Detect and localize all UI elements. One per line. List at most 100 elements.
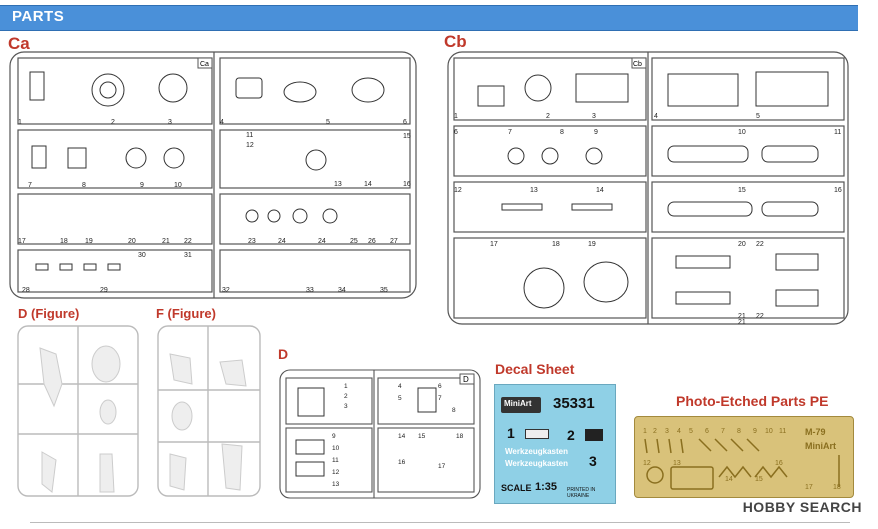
part-number: 8 [82, 182, 86, 189]
part-number: 2 [344, 393, 348, 400]
part-number: 17 [18, 238, 26, 245]
part-number: 18 [456, 433, 464, 440]
decal-brand: MiniArt [504, 399, 532, 408]
decal-text-2: Werkzeugkasten [505, 459, 568, 468]
part-number: 17 [438, 463, 446, 470]
part-number: 1 [344, 383, 348, 390]
part-number: 35 [380, 287, 388, 294]
part-number: 1 [643, 428, 647, 435]
part-number: 22 [184, 238, 192, 245]
part-number: 34 [338, 287, 346, 294]
part-number: 15 [403, 133, 411, 140]
part-number: 18 [833, 484, 841, 491]
part-number: 13 [332, 481, 340, 488]
part-number: 7 [508, 129, 512, 136]
sprue-d-tag: D [463, 375, 469, 384]
part-number: 6 [454, 129, 458, 136]
part-number: 21 [738, 319, 746, 326]
part-number: 28 [22, 287, 30, 294]
part-number: 13 [673, 460, 681, 467]
part-number: 4 [654, 113, 658, 120]
part-number: 23 [248, 238, 256, 245]
sprue-ca-title: Ca [8, 34, 30, 53]
decal-plate-2 [585, 429, 603, 441]
part-number: 24 [318, 238, 326, 245]
decal-code: 35331 [553, 395, 595, 412]
part-number: 25 [350, 238, 358, 245]
part-number: 7 [721, 428, 725, 435]
part-number: 16 [403, 181, 411, 188]
part-number: 6 [438, 383, 442, 390]
part-number: 10 [174, 182, 182, 189]
part-number: 31 [184, 252, 192, 259]
part-number: 13 [530, 187, 538, 194]
header-bar [0, 5, 858, 31]
part-number: 5 [756, 113, 760, 120]
part-number: 10 [765, 428, 773, 435]
sprue-d-title: D [278, 346, 289, 362]
part-number: 9 [140, 182, 144, 189]
decal-sheet: MiniArt 35331 1 2 Werkzeugkasten Werkzeu… [494, 384, 616, 504]
sprue-cb-title: Cb [444, 32, 467, 51]
part-number: 11 [246, 132, 253, 139]
part-number: 8 [452, 407, 456, 414]
part-number: 11 [779, 428, 786, 435]
sprue-d-figure [17, 325, 139, 497]
part-number: 5 [326, 119, 330, 126]
part-number: 18 [552, 241, 560, 248]
sprue-f-figure [157, 325, 261, 497]
miniart-logo [501, 397, 541, 413]
watermark: HOBBY SEARCH [742, 499, 862, 515]
decal-scale-label: SCALE [501, 483, 532, 493]
photo-etched-title: Photo-Etched Parts PE [676, 393, 829, 409]
part-number: 22 [756, 241, 764, 248]
part-number: 21 [162, 238, 170, 245]
part-number: 14 [364, 181, 372, 188]
part-number: 6 [705, 428, 709, 435]
part-number: 17 [490, 241, 498, 248]
decal-label-2: 2 [567, 427, 575, 443]
part-number: 1 [454, 113, 458, 120]
part-number: 4 [677, 428, 681, 435]
part-number: 2 [546, 113, 550, 120]
bottom-divider [30, 522, 850, 523]
part-number: 13 [334, 181, 342, 188]
pe-mark: M-79 [805, 427, 826, 437]
part-number: 32 [222, 287, 230, 294]
decal-footer: PRINTED IN UKRAINE [567, 487, 596, 499]
part-number: 6 [403, 119, 407, 126]
part-number: 2 [653, 428, 657, 435]
part-number: 30 [138, 252, 146, 259]
part-number: 33 [306, 287, 314, 294]
sprue-d-figure-title: D (Figure) [18, 306, 80, 321]
part-number: 29 [100, 287, 108, 294]
part-number: 12 [246, 142, 254, 149]
part-number: 16 [398, 459, 406, 466]
part-number: 4 [220, 119, 224, 126]
pe-brand: MiniArt [805, 441, 836, 451]
part-number: 11 [332, 457, 339, 464]
part-number: 19 [85, 238, 93, 245]
part-number: 7 [438, 395, 442, 402]
decal-scale-value: 1:35 [535, 481, 558, 493]
sprue-cb: Cb 1 2 3 4 5 6 7 8 9 10 11 12 13 14 15 1… [447, 51, 849, 326]
part-number: 15 [418, 433, 426, 440]
part-number: 14 [398, 433, 406, 440]
sprue-ca: Ca 1 2 3 4 5 6 7 8 9 10 11 12 13 14 15 1… [9, 51, 417, 299]
part-number: 3 [665, 428, 669, 435]
page-title: PARTS [12, 8, 65, 25]
part-number: 2 [111, 119, 115, 126]
sprue-d: D 1 2 3 4 5 6 7 8 9 10 11 12 13 14 15 16… [279, 369, 481, 499]
part-number: 21 [738, 313, 746, 320]
part-number: 1 [18, 119, 22, 126]
part-number: 8 [560, 129, 564, 136]
decal-sheet-title: Decal Sheet [495, 361, 575, 377]
part-number: 7 [28, 182, 32, 189]
part-number: 10 [738, 129, 746, 136]
part-number: 16 [834, 187, 842, 194]
decal-text-1: Werkzeugkasten [505, 447, 568, 456]
part-number: 3 [344, 403, 348, 410]
part-number: 20 [738, 241, 746, 248]
part-number: 9 [594, 129, 598, 136]
sprue-cb-tag: Cb [633, 61, 642, 68]
